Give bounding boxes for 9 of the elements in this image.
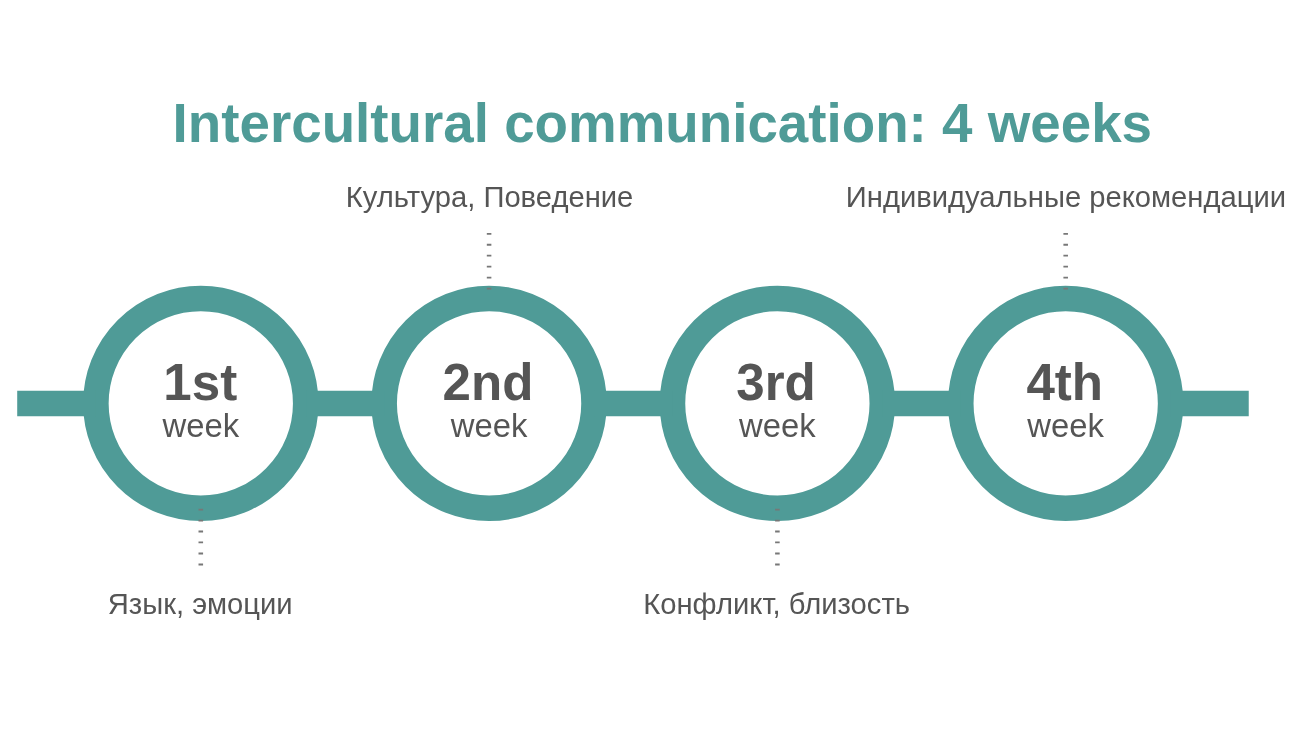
node-text: Индивидуальные рекомендации [845, 180, 1287, 213]
node-text: Конфликт, близость [643, 587, 910, 620]
node-circle: 4th week [948, 285, 1184, 522]
node-circle: 3rd week [659, 285, 896, 522]
node-circle: 2nd week [371, 285, 607, 522]
node-circle: 1st week [83, 285, 319, 522]
diagram-title: Intercultural communication: 4 weeks [172, 91, 1153, 154]
node-text: Язык, эмоции [107, 587, 293, 620]
node-text: Культура, Поведение [345, 180, 634, 213]
